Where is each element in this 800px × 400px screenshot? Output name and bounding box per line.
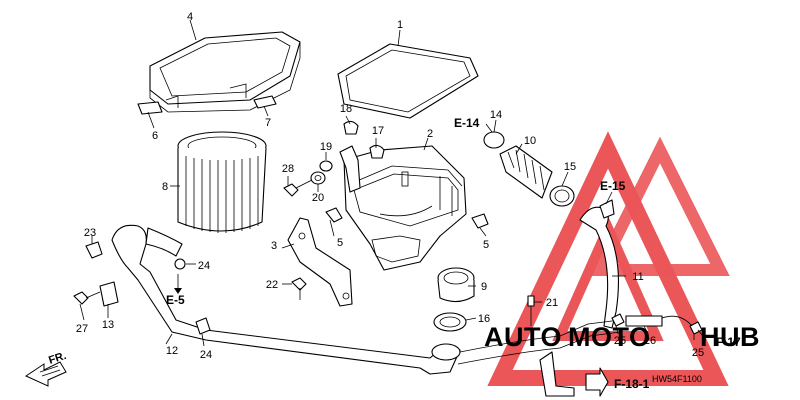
band-14 xyxy=(483,131,505,149)
callout-7: 7 xyxy=(265,117,271,129)
callout-2: 2 xyxy=(427,128,433,140)
lower-bracket xyxy=(539,351,575,397)
bracket xyxy=(287,217,353,307)
ref-e14: E-14 xyxy=(454,116,480,130)
callout-18: 18 xyxy=(340,103,352,115)
clip-5-right xyxy=(471,213,489,229)
callout-4: 4 xyxy=(187,11,193,23)
connecting-tube-9 xyxy=(437,267,475,303)
callout-25-right: 25 xyxy=(692,347,704,359)
clip-6 xyxy=(137,101,163,115)
callout-21: 21 xyxy=(546,297,558,309)
callout-17: 17 xyxy=(372,125,384,137)
clip-24-bottom xyxy=(195,317,211,335)
callout-25-left: 25 xyxy=(614,335,626,347)
tube-26-tail xyxy=(661,315,693,327)
callout-9: 9 xyxy=(481,281,487,293)
callout-28: 28 xyxy=(282,163,294,175)
callout-5-left: 5 xyxy=(337,237,343,249)
bolt-28 xyxy=(283,179,313,197)
clamp-13 xyxy=(99,281,119,307)
ref-e15: E-15 xyxy=(600,179,626,193)
arrow-down-e5-head xyxy=(174,288,182,294)
callout-24-top: 24 xyxy=(198,260,210,272)
inlet-bellows xyxy=(499,145,553,199)
direction-label: FR. xyxy=(47,350,68,367)
callout-8: 8 xyxy=(162,181,168,193)
drain-tube xyxy=(579,206,620,329)
clip-5-left xyxy=(325,207,343,223)
reference-labels: E-14 E-15 E-5 F-17 F-18-1 xyxy=(166,116,741,397)
watermark-logo xyxy=(487,131,730,386)
callout-labels: 1 2 3 4 5 5 6 7 8 9 10 11 12 13 14 15 16… xyxy=(76,11,704,361)
callout-14: 14 xyxy=(490,109,502,121)
callout-5-right: 5 xyxy=(483,239,489,251)
tube-26 xyxy=(625,315,663,327)
front-direction-arrow: FR. xyxy=(24,350,68,387)
callout-3: 3 xyxy=(271,240,277,252)
bolt-22 xyxy=(291,277,307,300)
bolt-27 xyxy=(73,291,101,305)
callout-11: 11 xyxy=(632,271,643,283)
leader-lines xyxy=(79,19,707,347)
watermark-auto: AUTO xyxy=(484,322,562,352)
band-15-inner xyxy=(554,189,570,203)
callout-13: 13 xyxy=(102,319,114,331)
stay-plate xyxy=(339,145,361,193)
callout-1: 1 xyxy=(397,19,403,31)
callout-16: 16 xyxy=(478,313,490,325)
watermark-text: AUTO MOTO HUB xyxy=(484,322,760,352)
ref-e5: E-5 xyxy=(166,293,185,307)
gasket xyxy=(337,43,479,119)
watermark-hub: HUB xyxy=(700,322,760,352)
watermark-moto: MOTO xyxy=(568,322,651,352)
clip-25a xyxy=(611,313,625,327)
callout-24-bottom: 24 xyxy=(200,349,212,361)
air-cleaner-case xyxy=(343,145,467,271)
clip-7 xyxy=(253,95,277,109)
diagram-code: HW54F1100 xyxy=(652,374,702,384)
band-15 xyxy=(549,185,575,207)
callout-15: 15 xyxy=(564,161,576,173)
washer-20 xyxy=(310,171,326,185)
callout-12: 12 xyxy=(166,345,178,357)
callout-27: 27 xyxy=(76,323,88,335)
grommet-18 xyxy=(343,120,359,135)
air-cleaner-cover xyxy=(149,31,301,113)
callout-20: 20 xyxy=(312,192,324,204)
nut-24-top xyxy=(174,258,186,270)
grommet-17 xyxy=(369,144,385,159)
breather-tube xyxy=(111,224,621,375)
watermark-triangle-inner xyxy=(552,215,664,341)
callout-19: 19 xyxy=(320,141,332,153)
ref-f17: F-17 xyxy=(716,335,741,349)
callout-10: 10 xyxy=(524,135,536,147)
washer-20-hole xyxy=(314,175,322,181)
ref-f181: F-18-1 xyxy=(614,377,650,391)
callout-22: 22 xyxy=(266,279,278,291)
air-filter-element xyxy=(177,131,267,233)
clip-23 xyxy=(85,241,103,259)
callout-23: 23 xyxy=(84,227,96,239)
watermark-triangle-right xyxy=(590,136,730,276)
fitting-e15 xyxy=(599,199,615,219)
callout-26: 26 xyxy=(644,335,656,347)
collar-19 xyxy=(319,160,333,172)
callout-6: 6 xyxy=(152,130,158,142)
ref-f181-box: F-18-1 xyxy=(585,367,650,397)
band-16 xyxy=(433,312,467,332)
bolt-21 xyxy=(527,295,535,326)
